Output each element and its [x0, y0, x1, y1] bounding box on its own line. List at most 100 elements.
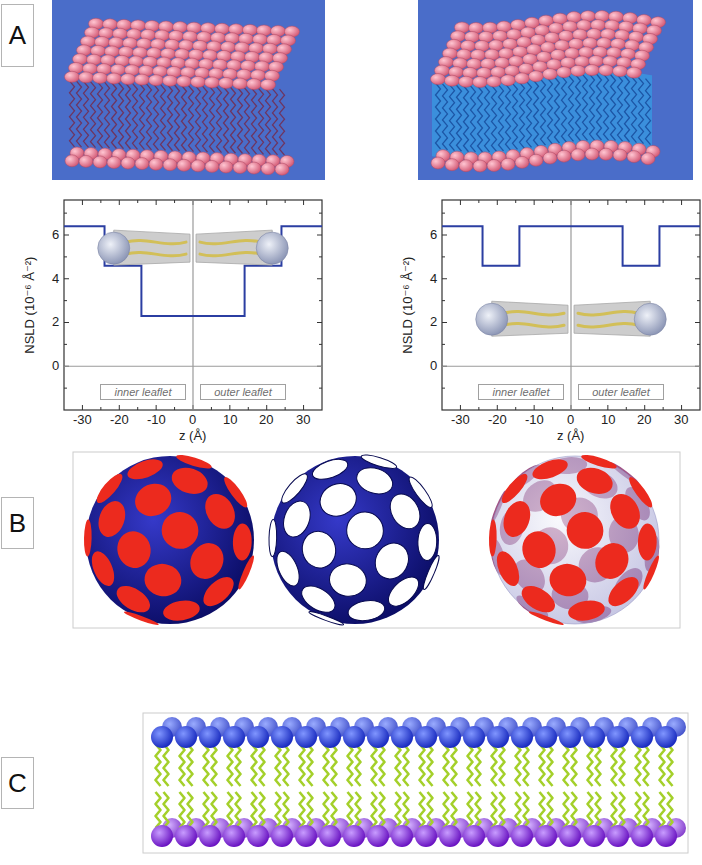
leaflet-box: inner leaflet: [478, 384, 564, 400]
headgroup: [511, 726, 533, 748]
lipid-chain: [504, 323, 564, 326]
axis-tick: [626, 200, 627, 203]
axis-tick: [174, 200, 175, 203]
lipid-head: [79, 72, 94, 83]
lipid-head: [233, 162, 247, 174]
axis-tick: [589, 407, 590, 410]
headgroup: [343, 825, 365, 847]
panel-letter: A: [9, 20, 26, 51]
acyl-chain: [468, 792, 473, 828]
headgroup: [247, 726, 269, 748]
nsld-profile: [442, 226, 700, 265]
acyl-chain: [572, 744, 577, 786]
headgroup: [655, 726, 677, 748]
lipid-domain: [498, 470, 531, 506]
lipid-tail: [196, 86, 201, 152]
tick-label: 0: [52, 359, 59, 373]
lipid-domain: [499, 497, 535, 540]
axis-tick: [607, 200, 608, 205]
axis-tick: [697, 300, 700, 301]
lipid-tail: [471, 86, 476, 152]
lipid-tail: [604, 74, 609, 140]
lipid-tail: [133, 83, 138, 149]
axis-tick: [319, 344, 322, 345]
acyl-chain: [500, 744, 505, 786]
axis-tick: [319, 213, 322, 214]
lipid-head: [205, 160, 219, 172]
acyl-chain: [612, 792, 617, 828]
lipid-tail: [154, 84, 159, 150]
tick-label: -20: [110, 413, 129, 427]
axis-tick: [156, 405, 157, 410]
lipid-head: [543, 152, 557, 164]
lipid-head: [93, 72, 108, 83]
axis-tick: [663, 200, 664, 203]
lipid-headgroup: [98, 232, 130, 264]
lipid-tail: [569, 75, 574, 141]
acyl-chain: [524, 744, 529, 786]
lipid-head: [613, 66, 628, 77]
axis-tick: [317, 235, 322, 236]
lipid-tail: [450, 85, 455, 151]
acyl-chain: [516, 792, 521, 828]
acyl-chain: [300, 744, 305, 786]
lipid-tail: [520, 82, 525, 148]
headgroup: [247, 825, 269, 847]
lipid-tail: [84, 81, 89, 147]
tick-label: 20: [259, 413, 273, 427]
tick-label: -10: [525, 413, 544, 427]
lipid-domain: [175, 452, 213, 471]
axis-tick: [626, 407, 627, 410]
axis-tick: [64, 235, 69, 236]
lipid-head: [149, 158, 163, 170]
lipid-domain: [489, 520, 497, 557]
axis-tick: [303, 405, 304, 410]
acyl-chain: [588, 792, 593, 828]
headgroup: [223, 825, 245, 847]
lipid-domain: [123, 610, 159, 627]
leaflet-label: outer leaflet: [592, 386, 649, 398]
acyl-chain: [444, 744, 449, 786]
headgroup: [463, 825, 485, 847]
lipid-domain: [528, 610, 564, 627]
lipid-head: [445, 159, 459, 171]
tick-label: -30: [73, 413, 92, 427]
lipid-domain: [492, 548, 523, 589]
acyl-chain: [404, 792, 409, 828]
headgroup: [583, 726, 605, 748]
lipid-tail: [534, 80, 539, 146]
axis-tick: [64, 213, 67, 214]
acyl-chain: [372, 744, 377, 786]
leaflet-box: outer leaflet: [578, 384, 664, 400]
lipid-head: [177, 76, 192, 87]
membrane-hole: [269, 520, 277, 557]
lipid-chain: [126, 252, 186, 255]
lipid-domain: [518, 527, 559, 571]
headgroup: [559, 825, 581, 847]
leaflet-label: outer leaflet: [214, 386, 271, 398]
headgroup: [439, 726, 461, 748]
lipid-head: [571, 65, 586, 76]
headgroup: [295, 726, 317, 748]
axis-tick: [174, 407, 175, 410]
headgroup: [631, 825, 653, 847]
acyl-chain: [516, 744, 521, 786]
axis-tick: [82, 200, 83, 205]
lipid-head: [191, 160, 205, 172]
headgroup: [631, 726, 653, 748]
headgroup: [535, 726, 557, 748]
acyl-chain: [668, 744, 673, 786]
acyl-chain: [572, 792, 577, 828]
axis-tick: [211, 407, 212, 410]
acyl-chain: [164, 744, 169, 786]
nsld-profile: [64, 226, 322, 316]
axis-tick: [681, 200, 682, 205]
axis-tick: [442, 322, 447, 323]
tick-label: 20: [637, 413, 651, 427]
headgroup: [391, 825, 413, 847]
headgroup: [271, 825, 293, 847]
axis-tick: [248, 200, 249, 203]
lipid-tail: [175, 85, 180, 151]
headgroup: [463, 726, 485, 748]
vesicle-sphere: [491, 456, 659, 624]
